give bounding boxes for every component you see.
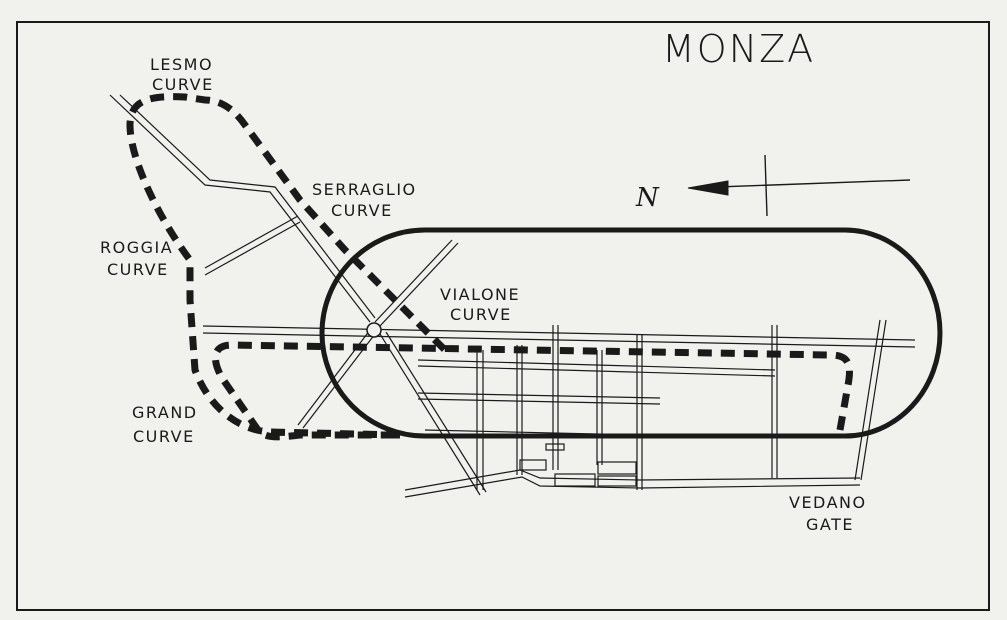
svg-text:SERRAGLIO: SERRAGLIO [312, 180, 417, 199]
map-border [16, 21, 990, 611]
north-arrow [687, 154, 911, 217]
svg-text:CURVE: CURVE [450, 305, 512, 324]
label-roggia-curve: ROGGIA CURVE [100, 238, 173, 279]
label-grand-curve: GRAND CURVE [132, 403, 198, 446]
svg-text:CURVE: CURVE [107, 260, 169, 279]
label-serraglio-curve: SERRAGLIO CURVE [312, 180, 417, 220]
road-circuit [126, 93, 853, 441]
map-title: MONZA [662, 27, 815, 71]
svg-text:GATE: GATE [806, 515, 854, 534]
svg-text:CURVE: CURVE [331, 201, 393, 220]
svg-text:VEDANO: VEDANO [789, 493, 867, 512]
label-lesmo-curve: LESMO CURVE [150, 55, 214, 94]
label-vialone-curve: VIALONE CURVE [440, 285, 520, 324]
label-vedano-gate: VEDANO GATE [789, 493, 867, 534]
north-letter: N [635, 183, 660, 213]
svg-text:CURVE: CURVE [152, 75, 214, 94]
roundabout [366, 322, 382, 338]
oval-track [319, 227, 943, 439]
svg-text:VIALONE: VIALONE [440, 285, 520, 304]
svg-text:GRAND: GRAND [132, 403, 198, 422]
svg-text:CURVE: CURVE [133, 427, 195, 446]
street-network [109, 94, 916, 498]
svg-text:ROGGIA: ROGGIA [100, 238, 173, 257]
svg-text:LESMO: LESMO [150, 55, 213, 74]
